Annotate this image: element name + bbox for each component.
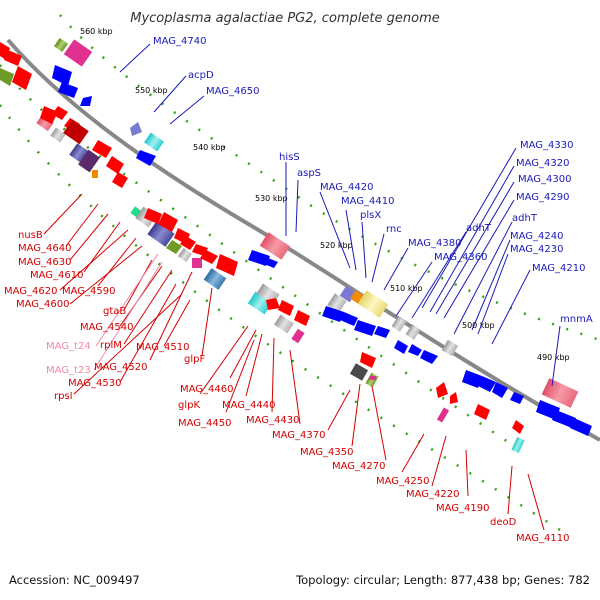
forward-gene-labels: nusB MAG_4640 MAG_4630 MAG_4610 MAG_4620…: [4, 230, 570, 544]
gene-label: MAG_4290: [516, 192, 570, 203]
gene-label: MAG_4320: [516, 158, 570, 169]
gene-label: MAG_4630: [18, 257, 72, 268]
gene-label: MAG_4270: [332, 461, 386, 472]
gene-label: MAG_4230: [510, 244, 564, 255]
kbp-tick-label: 510 kbp: [390, 284, 423, 293]
rna-gene-labels: MAG_t24 MAG_t23: [46, 341, 91, 376]
gene-label: MAG_4530: [68, 378, 122, 389]
gene-label: MAG_4590: [62, 286, 116, 297]
gene-label: MAG_4420: [320, 182, 374, 193]
gene-label: acpD: [188, 70, 214, 81]
gene-features-middle: [247, 232, 459, 388]
gene-label: MAG_4360: [434, 252, 488, 263]
kbp-tick-label: 520 kbp: [320, 241, 353, 250]
genome-backbone: [6, 38, 600, 442]
gene-label: MAG_4610: [30, 270, 84, 281]
gene-label: MAG_4190: [436, 503, 490, 514]
gene-label: MAG_4250: [376, 476, 430, 487]
gene-label: gtaB: [103, 306, 126, 317]
gene-label: MAG_4330: [520, 140, 574, 151]
gene-label: MAG_4110: [516, 533, 570, 544]
gene-label: MAG_t23: [46, 365, 91, 376]
gene-label: MAG_4440: [222, 400, 276, 411]
kbp-tick-label: 530 kbp: [255, 194, 288, 203]
gene-label: MAG_4350: [300, 447, 354, 458]
gene-label: MAG_4510: [136, 342, 190, 353]
gene-label: MAG_4430: [246, 415, 300, 426]
gene-label: MAG_4240: [510, 231, 564, 242]
gene-label: glpK: [178, 400, 200, 411]
kbp-tick-label: 550 kbp: [135, 86, 168, 95]
gene-label: rpsI: [54, 391, 73, 402]
kbp-tick-label: 560 kbp: [80, 27, 113, 36]
gene-label: MAG_4380: [408, 238, 462, 249]
gene-label: adhT: [512, 213, 538, 224]
gene-label: MAG_4450: [178, 418, 232, 429]
gene-features-right: [436, 370, 592, 454]
gene-label: MAG_4370: [272, 430, 326, 441]
gene-label: MAG_4460: [180, 384, 234, 395]
reverse-leader-lines: [119, 43, 561, 387]
gene-label: hisS: [279, 152, 300, 163]
gene-label: MAG_4300: [518, 174, 572, 185]
gene-label: MAG_4600: [16, 299, 70, 310]
gene-label: MAG_4410: [341, 196, 395, 207]
gene-label: MAG_4740: [153, 36, 207, 47]
gene-label: MAG_4520: [94, 362, 148, 373]
gene-label: MAG_4620: [4, 286, 58, 297]
kbp-tick-label: 540 kbp: [193, 143, 226, 152]
gene-label: mnmA: [560, 314, 593, 325]
gene-label: MAG_4540: [80, 322, 134, 333]
gene-label: MAG_t24: [46, 341, 91, 352]
reverse-gene-labels: MAG_4740 acpD MAG_4650 hisS aspS MAG_442…: [153, 36, 593, 325]
gene-label: glpF: [184, 354, 205, 365]
gene-label: adhT: [466, 223, 492, 234]
gene-label: MAG_4650: [206, 86, 260, 97]
kbp-tick-label: 500 kbp: [462, 321, 495, 330]
gene-label: rplM: [100, 340, 122, 351]
gene-label: rnc: [386, 224, 402, 235]
map-title: Mycoplasma agalactiae PG2, complete geno…: [130, 11, 440, 26]
forward-leader-lines: [43, 193, 545, 531]
gene-label: MAG_4220: [406, 489, 460, 500]
gene-label: MAG_4640: [18, 243, 72, 254]
gene-label: plsX: [360, 210, 381, 221]
gene-label: MAG_4210: [532, 263, 586, 274]
gene-label: nusB: [18, 230, 43, 241]
genome-summary-label: Topology: circular; Length: 877,438 bp; …: [296, 573, 590, 587]
accession-label: Accession: NC_009497: [9, 573, 140, 587]
kbp-tick-label: 490 kbp: [537, 353, 570, 362]
gene-features-left: [36, 106, 238, 290]
rna-leader-lines: [93, 253, 163, 371]
gene-label: aspS: [297, 168, 321, 179]
gene-label: deoD: [490, 517, 517, 528]
gene-features-outer: [0, 38, 164, 166]
